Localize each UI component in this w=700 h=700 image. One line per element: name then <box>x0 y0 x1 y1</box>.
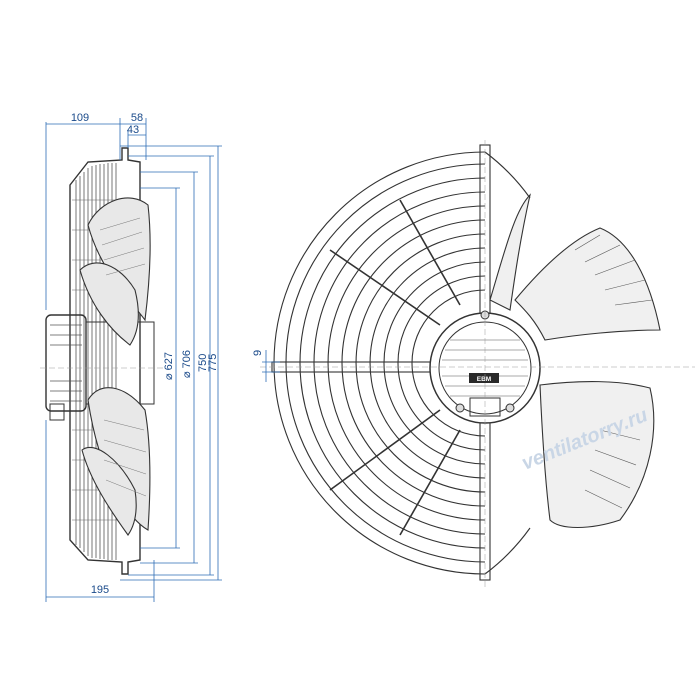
front-dimension: 9 <box>252 350 280 382</box>
side-view <box>40 147 165 575</box>
side-dimensions: 109 58 43 195 ⌀ 627 ⌀ 706 750 775 <box>45 112 222 602</box>
dim-9: 9 <box>252 350 264 356</box>
front-view: EBM <box>260 140 695 590</box>
dim-195: 195 <box>91 584 109 596</box>
dim-750: 750 <box>197 354 209 372</box>
dim-43: 43 <box>127 124 139 136</box>
dim-775: 775 <box>207 354 219 372</box>
fan-blades-front <box>489 193 661 528</box>
brand-logo-text: EBM <box>477 376 491 383</box>
dim-627: ⌀ 627 <box>163 352 175 380</box>
dim-109: 109 <box>71 112 89 124</box>
dim-58: 58 <box>131 112 143 124</box>
dim-706: ⌀ 706 <box>181 350 193 378</box>
fan-blades-side <box>79 197 151 536</box>
brand-logo <box>469 373 499 383</box>
